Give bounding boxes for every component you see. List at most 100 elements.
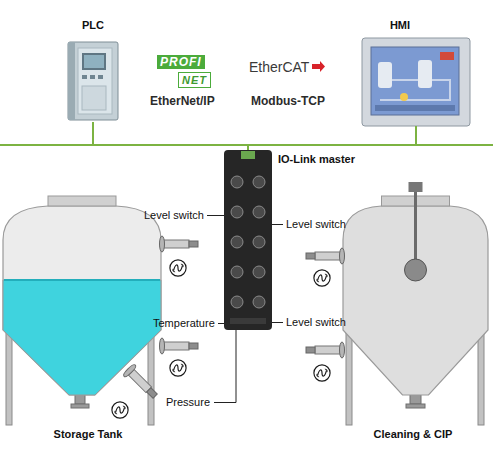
io-link-master-ports [253, 176, 265, 188]
sensor-label-text: Temperature [153, 317, 215, 330]
sensor-label-text: Pressure [166, 396, 211, 409]
node-title: Storage Tank [54, 428, 123, 441]
sensor-label: Level switch [283, 217, 349, 232]
sensor-probe [160, 338, 165, 354]
io-link-master-ports [253, 266, 265, 278]
sensor-probe [160, 338, 199, 354]
plc-device [68, 42, 75, 120]
network-link [93, 122, 248, 150]
io-link-master-ports [231, 296, 243, 308]
sensor-probe [160, 236, 199, 252]
node-title: IO-Link master [278, 153, 355, 166]
sensor-probe [340, 248, 345, 264]
sensor-probe [306, 253, 315, 259]
sensor-probe [122, 236, 344, 402]
sensor-probe [306, 347, 315, 353]
io-link-master-ports [253, 296, 265, 308]
tank-outline [405, 259, 427, 281]
protocol-logo: PROFI [157, 55, 205, 69]
io-link-master-ports [241, 151, 255, 159]
sensor-probe [315, 346, 341, 354]
plc-device [82, 86, 106, 110]
plc-device: PLC [66, 40, 120, 122]
hmi-panel [371, 47, 459, 115]
sensor-probe [306, 342, 345, 358]
cip-tank: Cleaning & CIP [343, 196, 488, 396]
sensor-probe [315, 252, 341, 260]
tank-legs [406, 404, 425, 408]
network-link [248, 126, 416, 150]
plc-device [68, 42, 118, 120]
protocol-name: EtherCAT [249, 60, 309, 74]
hmi-panel [362, 38, 470, 126]
sensor-probe [189, 241, 198, 247]
sensor-cable [272, 224, 283, 225]
node-title: HMI [390, 19, 410, 32]
io-link-symbol [112, 402, 128, 418]
sensor-probe [122, 363, 137, 378]
hmi-panel [378, 62, 392, 88]
sensor-cable [207, 215, 224, 216]
sensor-probe [160, 236, 165, 252]
sensor-probe [306, 248, 345, 264]
tank-outline [3, 280, 161, 395]
io-link-symbol [170, 360, 186, 376]
plc-device [82, 75, 87, 79]
io-link-master-ports [230, 318, 266, 324]
tank-outline [4, 279, 160, 281]
hmi-panel: HMI [362, 38, 470, 126]
plc-device [68, 42, 118, 120]
plc-device [98, 75, 103, 79]
io-link-master-ports [231, 266, 243, 278]
hmi-panel [380, 80, 450, 100]
tank-outline [3, 196, 161, 396]
sensor-label-text: Level switch [286, 316, 346, 329]
plc-device [90, 75, 95, 79]
hmi-panel [400, 93, 408, 101]
sensor-label-text: Level switch [144, 209, 204, 222]
protocol-name: Modbus-TCP [251, 94, 325, 108]
protocol-logo: NET [178, 72, 211, 88]
sensor-probe [122, 363, 161, 402]
hmi-panel [440, 52, 454, 60]
sensor-probe [147, 388, 158, 399]
io-link-symbol [112, 260, 330, 418]
sensor-label: Level switch [283, 315, 349, 330]
storage-tank: Storage Tank [3, 196, 161, 396]
plc-device [82, 53, 106, 70]
ethercat-arrow [312, 61, 325, 72]
sensor-label: Level switch [141, 208, 207, 223]
io-link-symbol [314, 365, 330, 381]
tank-legs [71, 404, 89, 408]
sensor-cable [214, 330, 236, 403]
hmi-panel [418, 60, 432, 88]
sensor-probe [189, 343, 198, 349]
plc-device [84, 55, 104, 68]
io-link-master-ports [231, 206, 243, 218]
tank-legs [6, 325, 12, 425]
io-link-master-ports [230, 151, 266, 324]
io-link-master-ports [253, 206, 265, 218]
node-title: PLC [82, 19, 104, 32]
sensor-label: Temperature [150, 316, 218, 331]
io-link-master-ports [253, 236, 265, 248]
io-link-symbol [170, 260, 186, 276]
io-link-master-ports [231, 236, 243, 248]
tank-outline [409, 182, 423, 192]
io-link-master-ports [231, 176, 243, 188]
sensor-probe [163, 342, 189, 350]
io-link-symbol [314, 270, 330, 286]
sensor-probe [340, 342, 345, 358]
tank-outline [414, 192, 417, 262]
sensor-cable [272, 322, 283, 323]
tank-legs [346, 325, 352, 425]
tank-outline [343, 196, 488, 396]
ethercat-arrow [312, 61, 325, 72]
tank-outline [3, 206, 161, 395]
tank-outline [48, 196, 116, 206]
sensor-label: Pressure [163, 395, 214, 410]
plc-device [78, 48, 112, 114]
sensor-label-text: Level switch [286, 218, 346, 231]
